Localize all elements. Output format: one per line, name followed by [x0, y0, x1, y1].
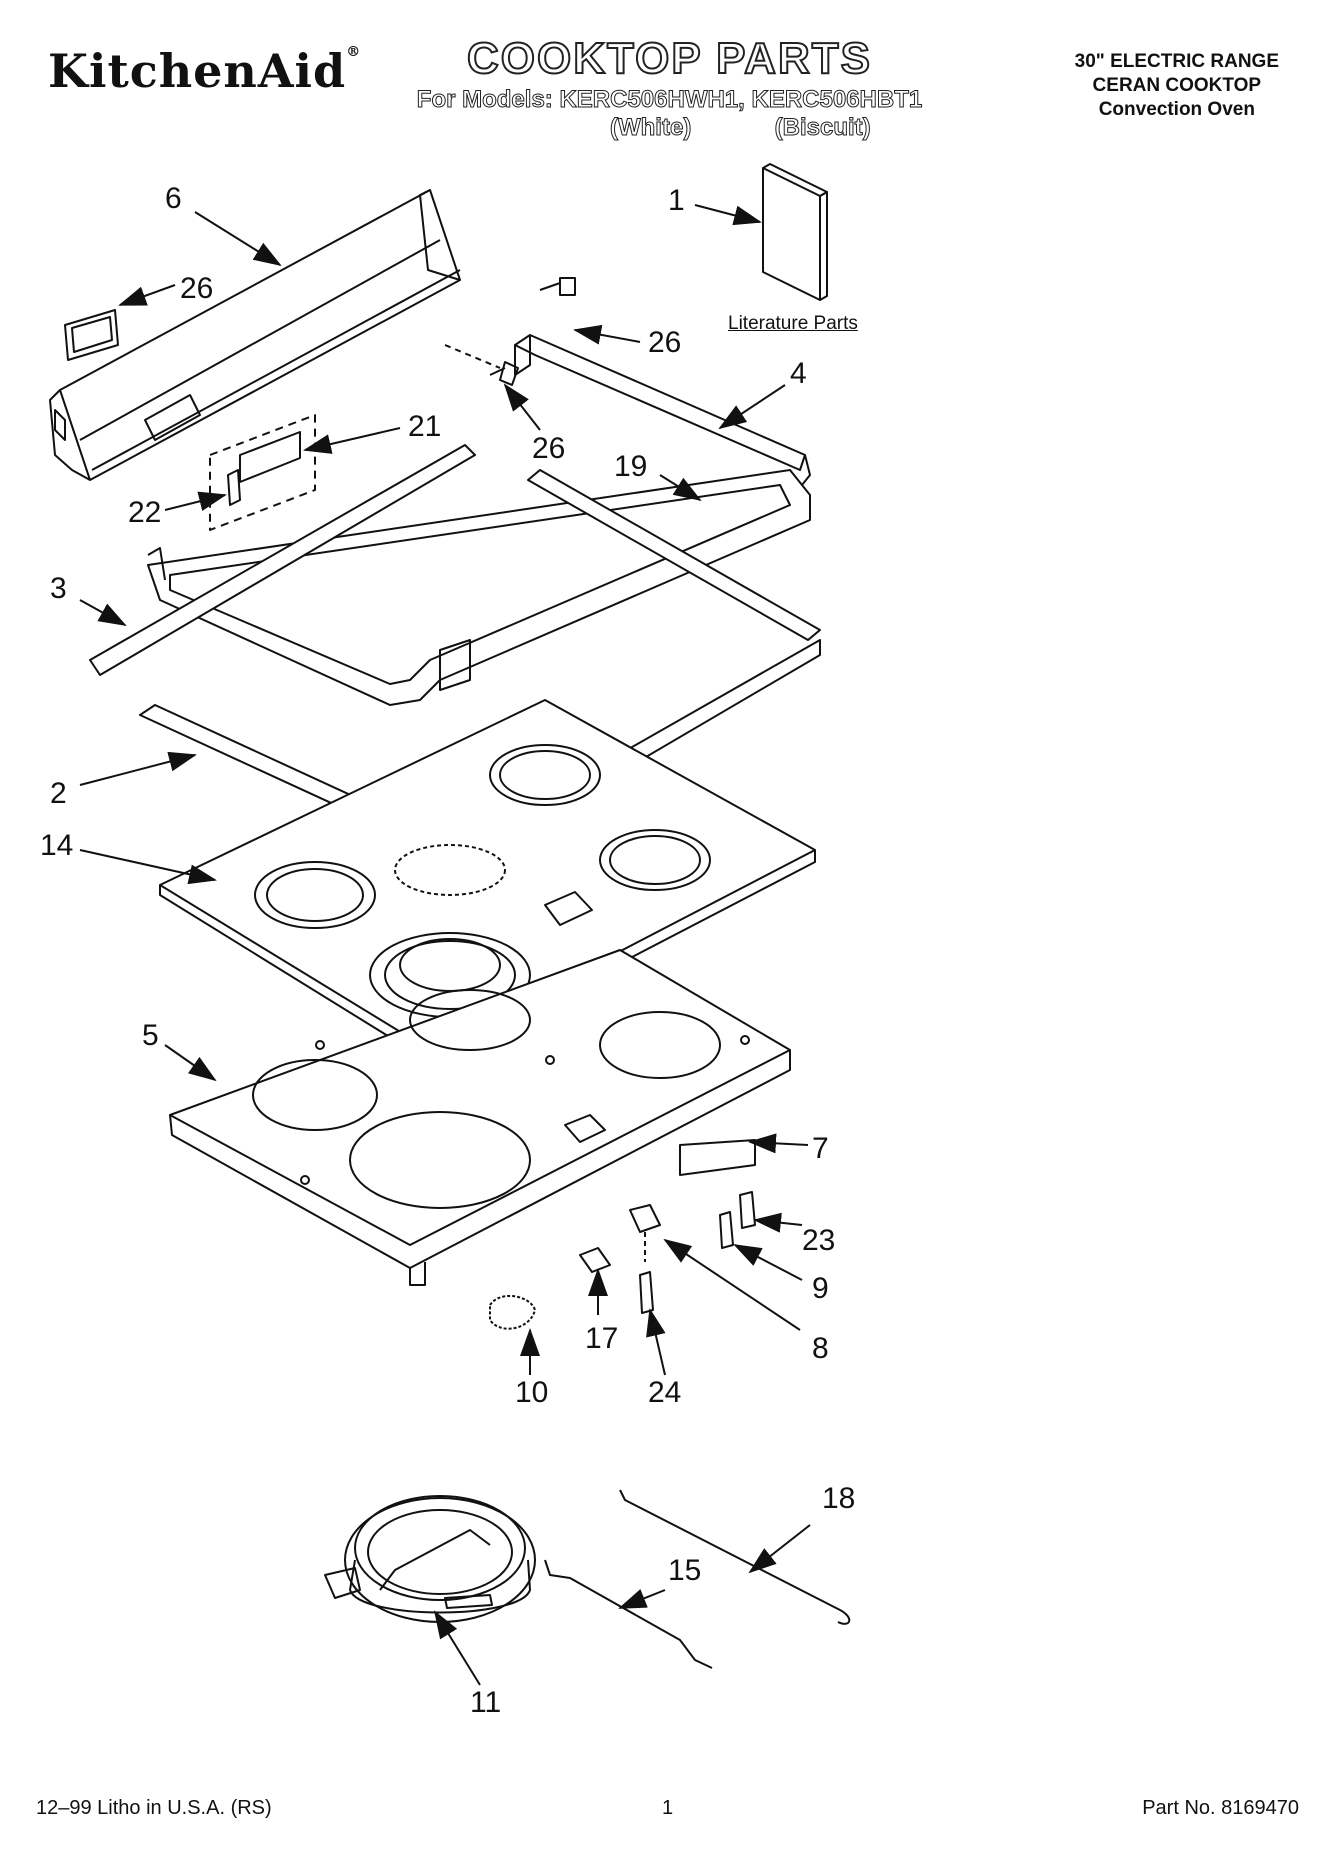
range-type: 30" ELECTRIC RANGE	[1074, 51, 1279, 72]
brand-logo: KitchenAid®	[48, 44, 362, 98]
callout-3: 3	[50, 572, 67, 605]
footer-page-number: 1	[662, 1797, 674, 1819]
footer-litho: 12–99 Litho in U.S.A. (RS)	[36, 1797, 272, 1819]
callout-26b: 26	[532, 432, 565, 465]
callout-10: 10	[515, 1376, 548, 1409]
callout-21: 21	[408, 410, 441, 443]
model-colors: (White) (Biscuit)	[609, 114, 871, 142]
screw-9	[719, 1211, 734, 1249]
callout-22: 22	[128, 496, 161, 529]
screw-24	[639, 1271, 654, 1314]
callout-4: 4	[790, 357, 807, 390]
color-biscuit-label: (Biscuit)	[774, 114, 871, 142]
side-rail	[89, 444, 476, 676]
rear-rail	[527, 469, 821, 641]
control-bracket-group	[209, 414, 316, 531]
speed-nut	[579, 1247, 611, 1273]
badge-nameplate	[64, 309, 119, 361]
callout-1: 1	[668, 184, 685, 217]
backguard-panel	[49, 189, 461, 481]
callout-2: 2	[50, 777, 67, 810]
callout-23: 23	[802, 1224, 835, 1257]
callout-6: 6	[165, 182, 182, 215]
page-title: COOKTOP PARTS	[466, 33, 872, 84]
callout-19: 19	[614, 450, 647, 483]
burner-box-base	[169, 949, 791, 1286]
callout-7: 7	[812, 1132, 829, 1165]
cooktop-type: CERAN COOKTOP	[1092, 75, 1262, 96]
screw-upper	[539, 277, 576, 296]
callout-25: 26	[180, 272, 213, 305]
color-white-label: (White)	[609, 114, 692, 142]
mounting-clip	[629, 1204, 661, 1262]
oven-type: Convection Oven	[1098, 99, 1255, 120]
callout-24: 24	[648, 1376, 681, 1409]
callout-5: 5	[142, 1019, 159, 1052]
terminal-connector	[489, 1294, 536, 1330]
footer-part-number: Part No. 8169470	[1142, 1797, 1299, 1819]
models-line: For Models: KERC506HWH1, KERC506HBT1	[416, 86, 923, 114]
literature-booklet	[762, 163, 828, 301]
callout-9: 9	[812, 1272, 829, 1305]
callout-numbers: 6 26 1 26 4 21 26 19 22 3 2 14 5 7 23 9 …	[40, 182, 855, 1719]
callout-26a: 26	[648, 326, 681, 359]
leader-arrows	[79, 204, 811, 1686]
callout-15: 15	[668, 1554, 701, 1587]
screw-lower	[444, 344, 519, 386]
radiant-surface-element	[324, 1495, 536, 1623]
support-bracket	[679, 1139, 756, 1176]
callout-11: 11	[470, 1686, 501, 1719]
screw-23	[739, 1191, 756, 1229]
callout-8: 8	[812, 1332, 829, 1365]
callout-17: 17	[585, 1322, 618, 1355]
callout-14: 14	[40, 829, 73, 862]
wire-18	[619, 1489, 851, 1625]
appliance-description: 30" ELECTRIC RANGE CERAN COOKTOP Convect…	[1075, 50, 1279, 122]
literature-parts-label: Literature Parts	[728, 313, 858, 334]
callout-18: 18	[822, 1482, 855, 1515]
wire-15	[544, 1559, 713, 1669]
